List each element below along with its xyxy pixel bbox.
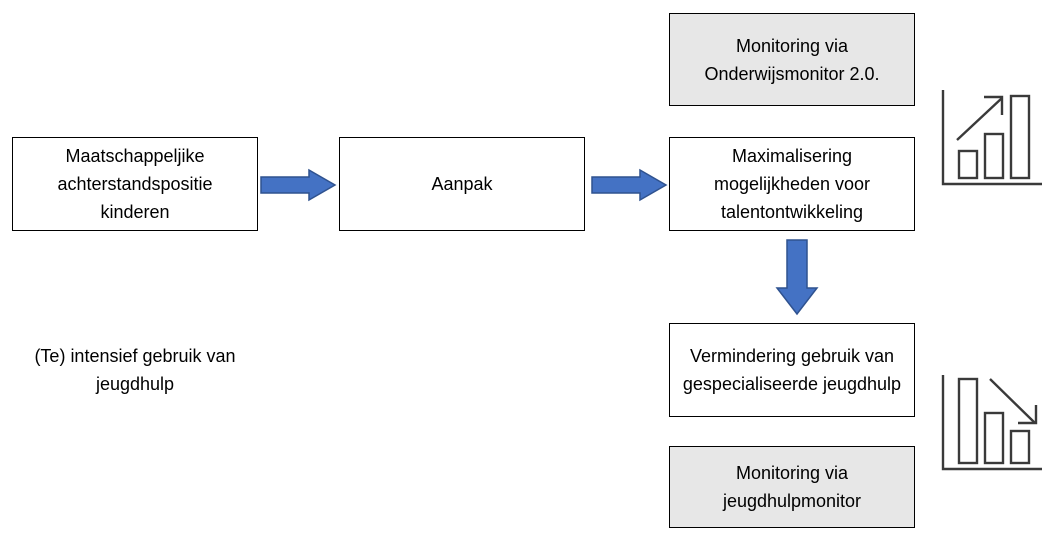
arrow-down-shape <box>775 239 819 316</box>
achterstandspositie-label: Maatschappeljike achterstandspositie kin… <box>57 146 213 222</box>
aanpak-label: Aanpak <box>431 174 493 194</box>
intensief-jeugdhulp-box: (Te) intensief gebruik van jeugdhulp <box>12 323 258 417</box>
monitoring-jeugdhulpmonitor-box: Monitoring via jeugdhulpmonitor <box>669 446 915 528</box>
aanpak-box: Aanpak <box>339 137 585 231</box>
vermindering-jeugdhulp-label: Vermindering gebruik van gespecialiseerd… <box>682 346 902 394</box>
arrow-talentontwikkeling-to-vermindering <box>775 239 819 316</box>
arrow-aanpak-to-talentontwikkeling <box>591 168 668 202</box>
bar-chart-rising-icon <box>941 90 1042 186</box>
arrow-right-shape <box>591 168 668 202</box>
arrow-right-shape <box>260 168 337 202</box>
monitoring-onderwijsmonitor-box: Monitoring via Onderwijsmonitor 2.0. <box>669 13 915 106</box>
arrow-achterstand-to-aanpak <box>260 168 337 202</box>
monitoring-onderwijsmonitor-label: Monitoring via Onderwijsmonitor 2.0. <box>704 35 880 84</box>
bar-chart-falling-icon <box>941 375 1042 471</box>
talentontwikkeling-label: Maximalisering mogelijkheden voor talent… <box>713 146 871 222</box>
monitoring-jeugdhulpmonitor-label: Monitoring via jeugdhulpmonitor <box>722 463 862 511</box>
intensief-jeugdhulp-label: (Te) intensief gebruik van jeugdhulp <box>34 346 236 394</box>
talentontwikkeling-box: Maximalisering mogelijkheden voor talent… <box>669 137 915 231</box>
achterstandspositie-box: Maatschappeljike achterstandspositie kin… <box>12 137 258 231</box>
vermindering-jeugdhulp-box: Vermindering gebruik van gespecialiseerd… <box>669 323 915 417</box>
